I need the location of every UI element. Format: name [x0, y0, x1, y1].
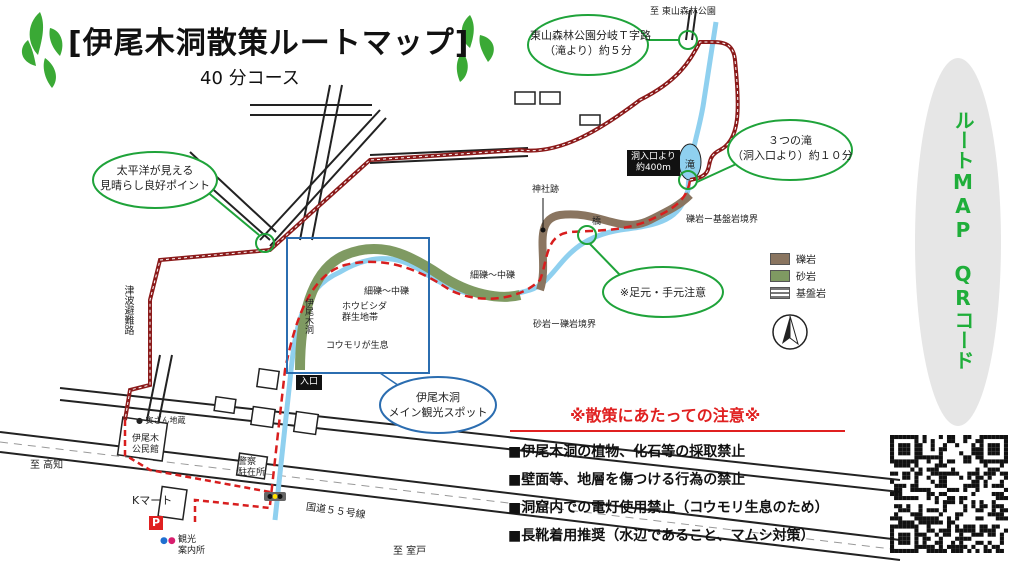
label-tourist-info: 観光 案内所 — [178, 535, 206, 556]
label-torasan-jizo: ● 寅ざん地蔵 — [136, 416, 186, 425]
legend-item-basement: 基盤岩 — [770, 284, 826, 301]
qr-code[interactable] — [890, 435, 1008, 553]
callout-three-falls: ３つの滝 （洞入口より）約１０分 — [732, 134, 853, 162]
callout-clouds — [92, 14, 853, 318]
leaf-decoration-right-icon — [456, 15, 494, 82]
main-spot-cloud — [379, 376, 497, 434]
legend-item-conglomerate: 礫岩 — [770, 250, 826, 267]
notes-title: ※散策にあたっての注意※ — [570, 406, 761, 425]
callout-pacific-view: 太平洋が見える 見晴らし良好ポイント — [100, 164, 210, 192]
label-police-box: 警察 駐在所 — [238, 457, 266, 478]
label-to-kochi: 至 高知 — [30, 460, 64, 471]
label-boundary-conglomerate-basement: 礫岩ー基盤岩境界 — [686, 215, 759, 225]
river — [272, 21, 719, 521]
label-tsunami-route: 津波避難路 — [122, 285, 133, 335]
callout-higashiyama-junction: 東山森林公園分岐Ｔ字路 （滝より）約５分 — [530, 29, 651, 57]
label-to-higashiyama: 至 東山森林公園 — [650, 7, 716, 17]
label-gravel-upper: 細礫～中礫 — [470, 271, 516, 281]
callout-main-spot: 伊尾木洞 メイン観光スポット — [388, 391, 488, 419]
label-cave-name: 伊尾木洞 — [303, 298, 313, 334]
note-item: ■伊尾木洞の植物、化石等の採取禁止 — [508, 444, 746, 460]
label-bats: コウモリが生息 — [326, 341, 389, 351]
walking-route — [123, 39, 740, 522]
note-item: ■洞窟内での電灯使用禁止（コウモリ生息のため） — [508, 500, 829, 516]
label-k-mart: Kマート — [132, 494, 173, 507]
course-duration: 40 分コース — [200, 68, 300, 89]
geology-legend: 礫岩 砂岩 基盤岩 — [770, 250, 826, 301]
label-entrance: 入口 — [296, 375, 323, 390]
note-item: ■壁面等、地層を傷つける行為の禁止 — [508, 472, 746, 488]
callout-watch-step: ※足元・手元注意 — [619, 286, 707, 299]
label-community-hall: 伊尾木 公民館 — [132, 434, 160, 455]
sandstone-band — [295, 243, 522, 371]
national-route-centerline — [0, 441, 901, 551]
label-fern-colony: ホウビシダ 群生地帯 — [342, 302, 388, 323]
qr-label-panel — [915, 58, 1001, 426]
qr-label: ルートMAP QRコード — [951, 110, 975, 370]
note-item: ■長靴着用推奨（水辺であること、マムシ対策） — [508, 528, 815, 544]
north-arrow-icon — [772, 314, 808, 350]
notes-divider — [510, 430, 845, 432]
callout-markers — [204, 30, 746, 276]
label-gravel-lower: 細礫～中礫 — [364, 287, 410, 297]
label-bridge: 橋 — [592, 217, 602, 227]
label-cave-distance: 洞入口より 約400m — [627, 150, 680, 176]
label-to-muroto: 至 室戸 — [393, 546, 427, 557]
page-title: [伊尾木洞散策ルートマップ] — [68, 26, 470, 61]
legend-item-sandstone: 砂岩 — [770, 267, 826, 284]
main-spot-box — [286, 237, 430, 374]
roads — [0, 9, 901, 561]
label-shrine-ruins: 神社跡 — [532, 185, 560, 195]
label-waterfall: 滝 — [685, 160, 695, 171]
leaf-decoration-left-icon — [21, 12, 63, 88]
restroom-icon: ●● — [160, 536, 176, 546]
label-boundary-sandstone-conglomerate: 砂岩ー礫岩境界 — [533, 320, 597, 330]
parking-icon: P — [149, 516, 163, 530]
conglomerate-band — [536, 192, 693, 292]
buildings — [116, 91, 601, 521]
